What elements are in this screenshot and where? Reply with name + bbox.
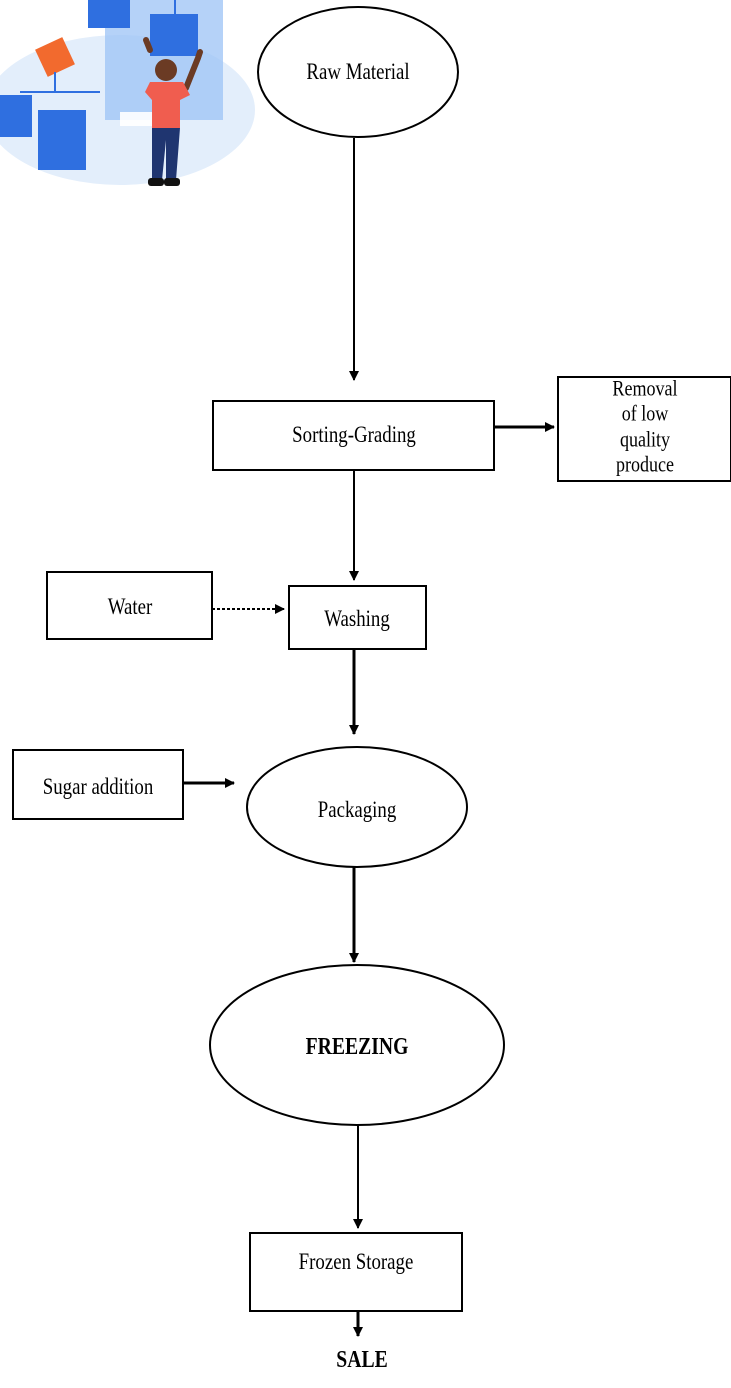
panel-bottom-left — [0, 95, 32, 137]
sorting-grading-node — [212, 400, 495, 471]
freezing-label: FREEZING — [305, 1034, 409, 1061]
removal-label: Removal of low quality produce — [612, 375, 678, 477]
raw-material-label: Raw Material — [306, 58, 410, 84]
raw-material-node — [257, 6, 459, 138]
removal-node — [557, 376, 731, 482]
panel-bottom-right — [38, 110, 86, 170]
washing-node — [288, 585, 427, 650]
sorting-grading-label: Sorting-Grading — [292, 421, 416, 447]
water-node — [46, 571, 213, 640]
frozen-storage-node — [249, 1232, 463, 1312]
packaging-node — [246, 746, 468, 868]
flowchart-illustration-icon — [0, 0, 255, 186]
packaging-label: Packaging — [317, 796, 397, 822]
person-figure — [143, 37, 203, 186]
sugar-addition-label: Sugar addition — [42, 773, 154, 799]
water-label: Water — [107, 593, 153, 619]
panel-held — [150, 14, 198, 56]
sale-label: SALE — [336, 1347, 388, 1374]
frozen-storage-label: Frozen Storage — [298, 1248, 414, 1274]
washing-label: Washing — [324, 605, 390, 631]
orange-diamond-panel — [35, 37, 75, 77]
panel-top-left — [88, 0, 130, 28]
